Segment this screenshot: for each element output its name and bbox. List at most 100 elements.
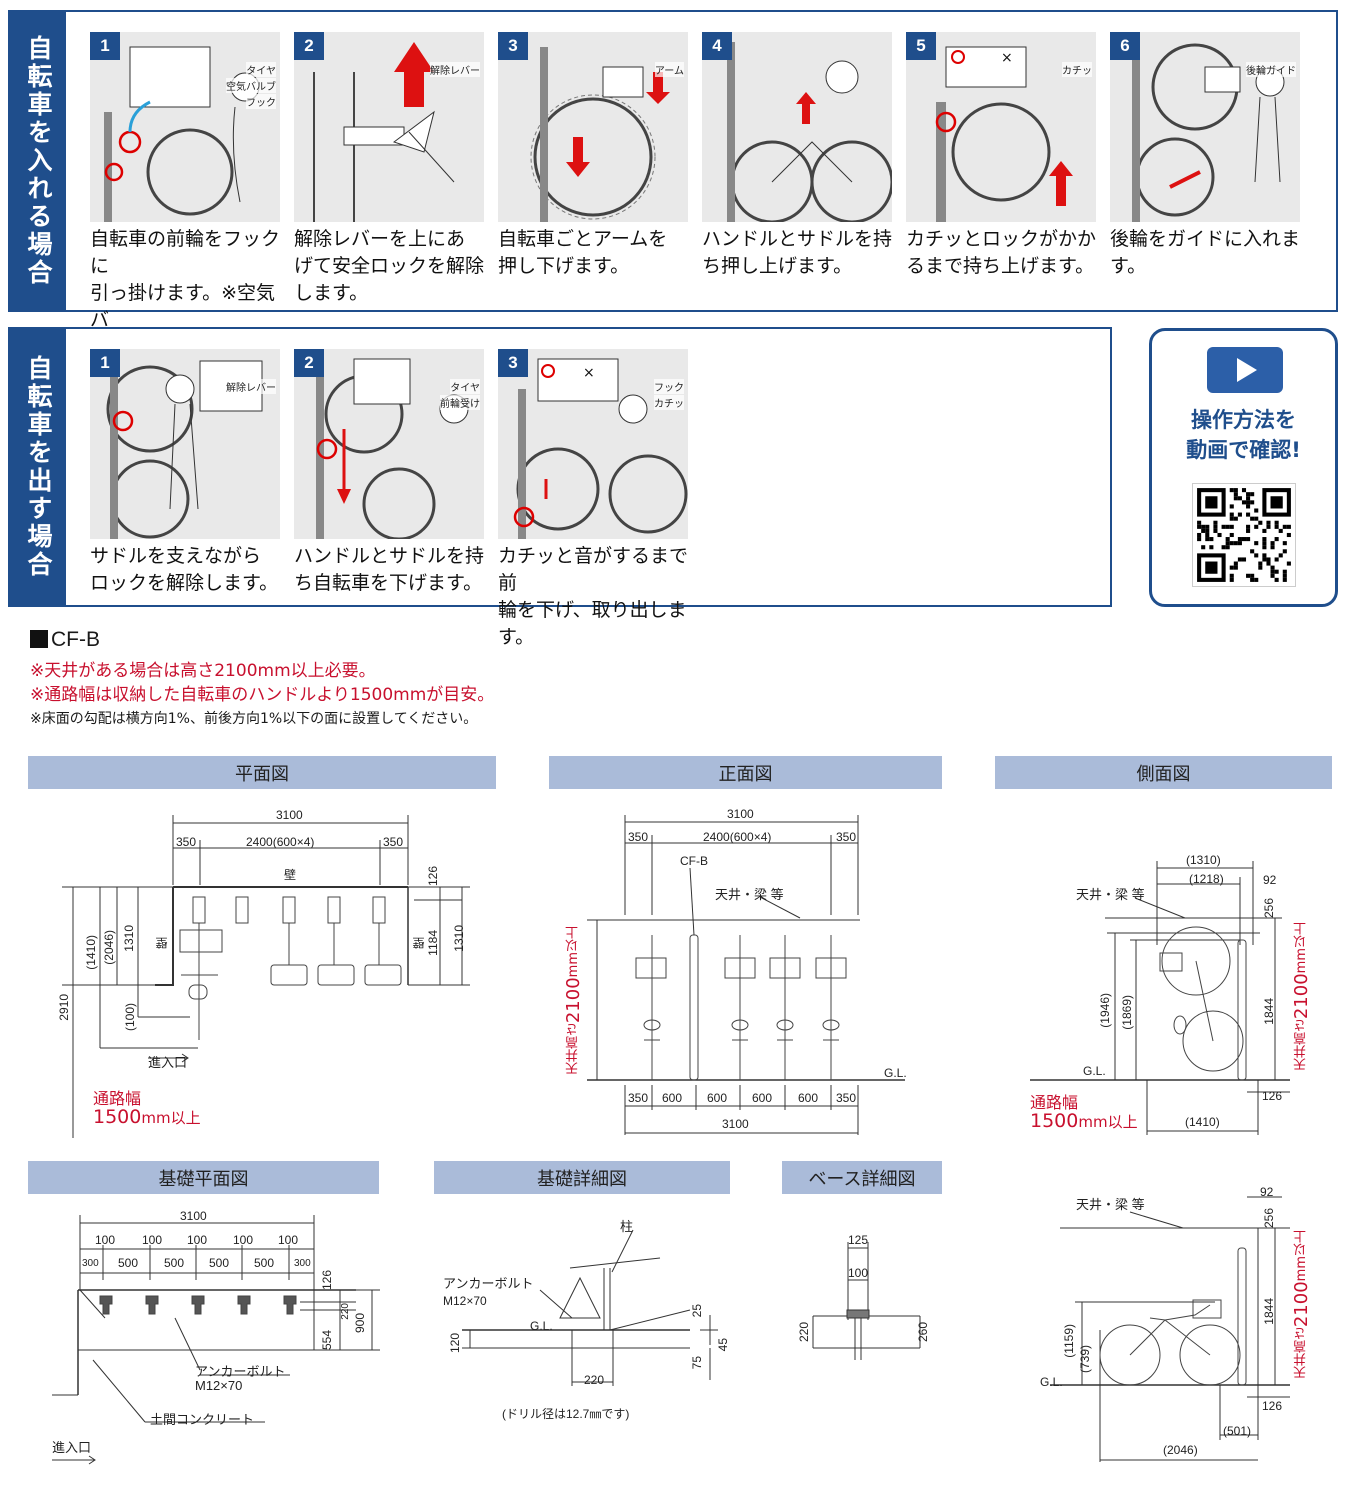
dimension-label: 土間コンクリート — [150, 1412, 255, 1427]
bicycle-rack-illustration — [313, 42, 455, 222]
step-number: 3 — [498, 32, 528, 60]
step-number: 5 — [906, 32, 936, 60]
removing-label: 自転車を出す場合 — [10, 329, 66, 605]
bicycle-rack-illustration — [727, 42, 892, 222]
step-illustration: 3×フックカチッ — [498, 349, 688, 539]
dimension-label: 126 — [1262, 1089, 1283, 1103]
dimension-label: G.L. — [1040, 1375, 1063, 1389]
dimension-label: G.L. — [1083, 1064, 1106, 1078]
dimension-label: 1844 — [1262, 1298, 1276, 1325]
bicycle-rack-illustration — [530, 47, 670, 222]
dimension-label: CF-B — [680, 854, 708, 868]
dimension-label: 100 — [848, 1266, 869, 1280]
dimension-label: 92 — [1263, 873, 1277, 887]
dimension-label: G.L. — [530, 1319, 553, 1333]
plan-view-header: 平面図 — [28, 756, 496, 789]
dimension-label: 壁 — [155, 937, 169, 949]
step-number: 1 — [90, 349, 120, 377]
svg-text:×: × — [1001, 50, 1013, 66]
dimension-label: (1410) — [84, 935, 98, 970]
dimension-label: (1869) — [1120, 995, 1134, 1030]
ceiling-height-label: 天井高さ2100mm以上 — [1291, 1230, 1312, 1380]
storing-label: 自転車を入れる場合 — [10, 12, 66, 310]
dimension-label: 220 — [584, 1373, 605, 1387]
step-number: 6 — [1110, 32, 1140, 60]
ceiling-height-label: 天井高さ2100mm以上 — [563, 926, 584, 1076]
dimension-label: 進入口 — [52, 1440, 92, 1455]
dimension-label: 100 — [142, 1233, 163, 1247]
aisle-width-label: 通路幅 — [1030, 1093, 1079, 1112]
dimension-label: 天井・梁 等 — [715, 887, 784, 902]
front-view-header: 正面図 — [549, 756, 942, 789]
dimension-label: 600 — [707, 1091, 728, 1105]
dimension-label: 126 — [320, 1270, 334, 1291]
dimension-label: 25 — [690, 1304, 704, 1318]
step-description: カチッと音がするまで前 輪を下げ、取り出します。 — [498, 545, 689, 648]
dimension-label: 256 — [1262, 1208, 1276, 1229]
dimension-label: 2400(600×4) — [703, 830, 772, 844]
dimension-label: 1310 — [122, 925, 136, 952]
dimension-label: 500 — [118, 1256, 139, 1270]
step-number: 1 — [90, 32, 120, 60]
dimension-label: (1159) — [1062, 1324, 1076, 1358]
dimension-label: 126 — [1262, 1399, 1283, 1413]
dimension-label: 500 — [254, 1256, 275, 1270]
dimension-label: 900 — [353, 1313, 367, 1334]
dimension-label: (1310) — [1186, 853, 1221, 867]
step-description: 解除レバーを上にあ げて安全ロックを解除 します。 — [294, 228, 485, 304]
dimension-label: 300 — [294, 1258, 311, 1269]
dimension-label: (739) — [1078, 1345, 1092, 1374]
dimension-label: (ドリル径は12.7㎜です) — [502, 1407, 630, 1421]
step-description: カチッとロックがかか るまで持ち上げます。 — [906, 228, 1097, 277]
dimension-label: 554 — [320, 1330, 334, 1351]
play-icon[interactable] — [1207, 347, 1283, 393]
square-bullet-icon — [30, 630, 48, 648]
dimension-label: 3100 — [727, 807, 754, 821]
plan-view-drawing — [62, 815, 470, 1138]
dimension-label: 進入口 — [148, 1055, 188, 1070]
step-illustration: 5×カチッ — [906, 32, 1096, 222]
dimension-label: アンカーボルト — [195, 1364, 286, 1379]
video-link-box[interactable]: 操作方法を 動画で確認! — [1149, 328, 1338, 607]
dimension-label: 120 — [448, 1333, 462, 1354]
dimension-label: M12×70 — [443, 1294, 487, 1308]
dimension-label: 2910 — [57, 994, 71, 1021]
callout-label: カチッ — [654, 395, 684, 410]
dimension-label: 500 — [209, 1256, 230, 1270]
dimension-label: 3100 — [276, 808, 303, 822]
aisle-width-value: 1500mm以上 — [93, 1106, 201, 1128]
removing-step-3: 3×フックカチッカチッと音がするまで前 輪を下げ、取り出します。 — [498, 349, 688, 651]
dimension-label: 1844 — [1262, 998, 1276, 1025]
model-name: CF-B — [51, 628, 100, 651]
foundation-plan-header: 基礎平面図 — [28, 1161, 379, 1194]
dimension-label: 1310 — [452, 925, 466, 952]
aisle-width-value: 1500mm以上 — [1030, 1110, 1138, 1132]
dimension-label: 壁 — [412, 937, 426, 949]
dimension-label: 350 — [176, 835, 197, 849]
dimension-label: M12×70 — [195, 1378, 243, 1393]
aisle-width-label: 通路幅 — [93, 1089, 142, 1108]
qr-code-icon[interactable] — [1192, 483, 1296, 587]
dimension-label: 100 — [278, 1233, 299, 1247]
dimension-label: (100) — [123, 1003, 137, 1032]
dimension-label: アンカーボルト — [443, 1276, 534, 1291]
dimension-label: (1410) — [1185, 1115, 1220, 1129]
storing-step-5: 5×カチッカチッとロックがかか るまで持ち上げます。 — [906, 32, 1096, 280]
dimension-label: 256 — [1262, 898, 1276, 919]
step-description: 後輪をガイドに入れま す。 — [1110, 228, 1301, 277]
dimension-label: 220 — [340, 1303, 351, 1320]
callout-label: タイヤ — [450, 379, 480, 394]
callout-label: 前輪受け — [440, 395, 480, 410]
dimension-label: 600 — [798, 1091, 819, 1105]
dimension-label: 100 — [233, 1233, 254, 1247]
step-description: ハンドルとサドルを持 ち押し上げます。 — [702, 228, 893, 277]
